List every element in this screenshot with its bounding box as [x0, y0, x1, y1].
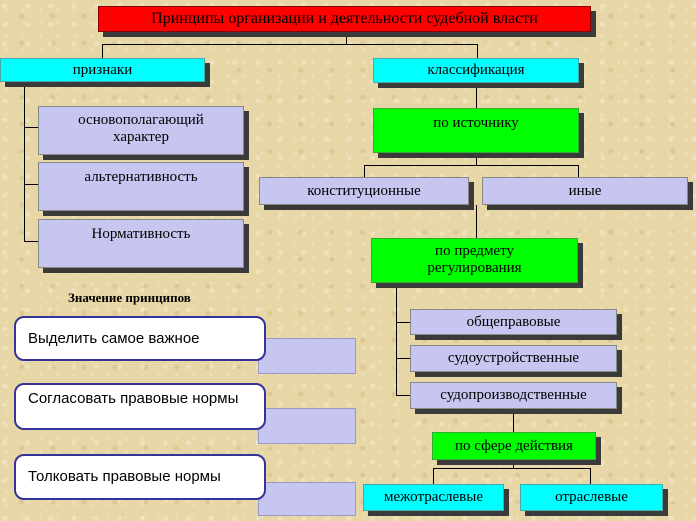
subject-item: судопроизводственные [410, 382, 617, 409]
scope-item: отраслевые [520, 484, 663, 511]
connector [24, 184, 38, 185]
meaning-bar [258, 482, 356, 516]
meaning-bar [258, 408, 356, 444]
meaning-bar [258, 338, 356, 374]
connector [102, 44, 103, 58]
connector [396, 358, 410, 359]
subject-item: судоустройственные [410, 345, 617, 372]
connector [513, 412, 514, 432]
source-item: иные [482, 177, 688, 205]
features-header: признаки [0, 58, 205, 82]
connector [477, 44, 478, 58]
feature-item: Нормативность [38, 219, 244, 268]
subject-item: общеправовые [410, 309, 617, 335]
meaning-item: Выделить самое важное [14, 316, 266, 361]
connector [364, 165, 365, 177]
source-item: конституционные [259, 177, 469, 205]
classification-header: классификация [373, 58, 579, 83]
meaning-item: Толковать правовые нормы [14, 454, 266, 500]
connector [24, 82, 25, 242]
connector [102, 44, 478, 45]
connector [476, 153, 477, 165]
connector [364, 165, 579, 166]
by-source: по источнику [373, 108, 579, 153]
by-subject: по предмету регулирования [371, 238, 578, 283]
connector [396, 283, 397, 396]
meaning-title: Значение принципов [68, 290, 191, 305]
diagram-title: Принципы организации и деятельности суде… [98, 6, 591, 32]
connector [396, 322, 410, 323]
feature-item: альтернативность [38, 162, 244, 211]
connector [24, 127, 38, 128]
connector [433, 468, 434, 484]
connector [590, 468, 591, 484]
connector [346, 32, 347, 44]
meaning-item: Согласовать правовые нормы [14, 383, 266, 430]
connector [396, 395, 410, 396]
connector [433, 468, 591, 469]
connector [578, 165, 579, 177]
scope-item: межотраслевые [363, 484, 504, 511]
connector [24, 241, 38, 242]
connector [513, 460, 514, 468]
connector [476, 205, 477, 238]
connector [476, 83, 477, 108]
feature-item: основополагающий характер [38, 106, 244, 155]
by-scope: по сфере действия [432, 432, 596, 460]
